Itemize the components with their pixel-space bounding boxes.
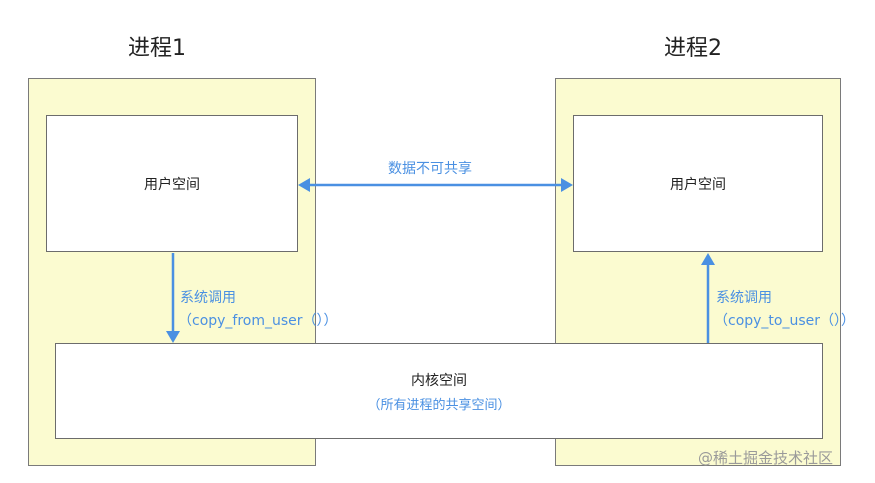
process2-user-space-label: 用户空间 xyxy=(670,176,726,193)
kernel-space: 内核空间 （所有进程的共享空间） xyxy=(55,343,823,439)
process1-syscall-fn: （copy_from_user（）） xyxy=(178,313,338,329)
process2-syscall-fn: （copy_to_user（）） xyxy=(714,313,856,329)
watermark: @稀土掘金技术社区 xyxy=(698,449,834,467)
kernel-space-label: 内核空间 xyxy=(411,372,467,389)
syscall-up-arrow xyxy=(701,253,715,343)
process2-user-space: 用户空间 xyxy=(573,115,823,252)
process1-user-space-label: 用户空间 xyxy=(144,176,200,193)
process2-syscall-label: 系统调用 xyxy=(716,290,772,306)
process1-user-space: 用户空间 xyxy=(46,115,298,252)
shared-data-arrow xyxy=(298,178,573,192)
process2-title: 进程2 xyxy=(664,36,722,61)
syscall-down-arrow xyxy=(166,253,180,343)
process1-title: 进程1 xyxy=(128,36,186,61)
process1-syscall-label: 系统调用 xyxy=(180,290,236,306)
shared-data-label: 数据不可共享 xyxy=(388,161,472,177)
kernel-space-sublabel: （所有进程的共享空间） xyxy=(367,397,511,413)
